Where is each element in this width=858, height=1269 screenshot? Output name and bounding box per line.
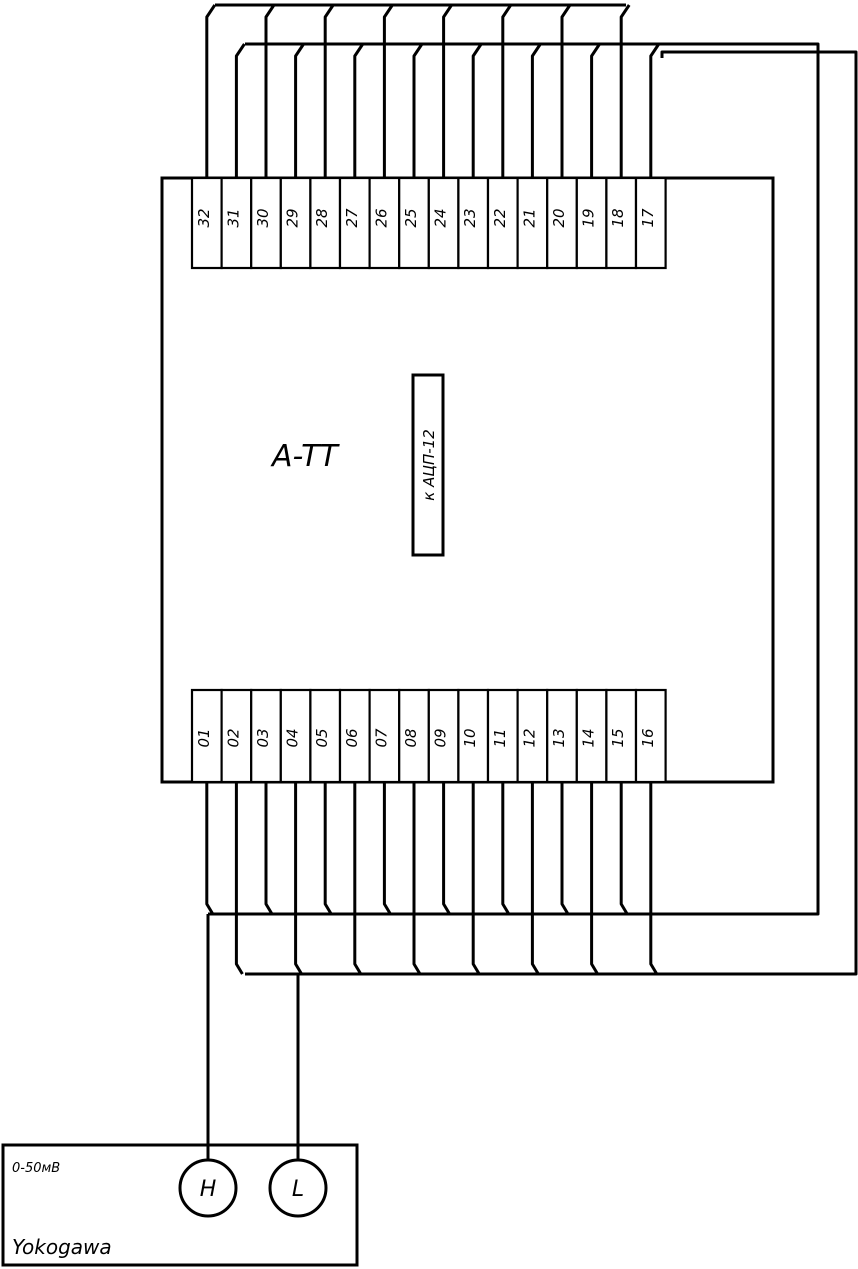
instrument: 0-50мВ Yokogawa H L: [1, 1143, 359, 1267]
terminal-label-23: 23: [461, 208, 479, 227]
wire-terminal-16: [649, 782, 659, 975]
terminal-label-14: 14: [580, 728, 598, 747]
wire-terminal-23: [471, 43, 483, 178]
input-h-label: H: [200, 1177, 217, 1202]
wire-terminal-26: [382, 4, 394, 178]
wire-terminal-12: [530, 782, 540, 975]
terminal-27: [338, 176, 371, 270]
wire-terminal-01: [205, 782, 215, 915]
wire-terminal-09: [442, 782, 451, 915]
terminal-label-28: 28: [313, 208, 331, 227]
wire-terminal-19: [590, 43, 601, 178]
terminal-label-30: 30: [254, 208, 272, 227]
terminal-25: [398, 176, 430, 270]
module-title: A-TT: [270, 439, 340, 474]
terminal-label-15: 15: [609, 728, 627, 747]
wire-terminal-06: [353, 782, 363, 975]
terminal-label-24: 24: [432, 208, 450, 227]
terminal-26: [368, 176, 401, 270]
wire-terminal-15: [619, 782, 629, 915]
wire-terminal-25: [412, 43, 424, 178]
terminal-label-01: 01: [195, 728, 213, 747]
input-l-label: L: [292, 1177, 304, 1202]
wire-terminal-11: [501, 782, 511, 915]
terminal-label-05: 05: [313, 728, 331, 747]
wire-terminal-29: [294, 43, 305, 178]
terminal-label-16: 16: [639, 728, 657, 747]
wire-terminal-27: [353, 43, 365, 178]
wire-terminal-30: [264, 4, 276, 178]
terminal-label-31: 31: [224, 208, 242, 227]
wire-terminal-32: [205, 4, 217, 178]
terminal-22: [486, 176, 519, 270]
bottom-terminal-block: 01 02 03 04 05 06 07 08 09 10 11 12 13 14 15 16: [190, 688, 667, 784]
terminal-10: [457, 688, 490, 784]
wire-terminal-21: [530, 43, 542, 178]
terminal-label-02: 02: [224, 728, 242, 747]
input-l-terminal: [268, 1158, 328, 1218]
wire-terminal-02: [234, 782, 244, 975]
input-h-terminal: [178, 1158, 238, 1218]
wire-terminal-13: [560, 782, 570, 915]
terminal-label-10: 10: [461, 728, 479, 747]
terminal-24: [427, 176, 460, 270]
terminal-label-12: 12: [520, 728, 538, 747]
terminal-label-26: 26: [372, 208, 390, 227]
wire-terminal-07: [382, 782, 392, 915]
terminal-label-04: 04: [284, 728, 302, 747]
wire-terminal-22: [501, 4, 513, 178]
wire-terminal-20: [560, 4, 572, 178]
terminal-label-08: 08: [402, 728, 420, 747]
wire-terminal-18: [619, 4, 631, 178]
terminal-04: [279, 688, 312, 784]
terminal-23: [457, 176, 490, 270]
terminal-01: [190, 688, 223, 784]
wire-terminal-31: [234, 43, 246, 178]
terminal-label-09: 09: [432, 728, 450, 747]
terminal-label-17: 17: [639, 208, 657, 228]
wire-terminal-10: [471, 782, 481, 975]
instrument-body: [1, 1143, 359, 1267]
terminal-label-06: 06: [343, 728, 361, 747]
terminal-label-27: 27: [343, 208, 361, 228]
wire-terminal-24: [442, 4, 453, 178]
instrument-range: 0-50мВ: [12, 1161, 60, 1176]
terminal-15: [605, 688, 638, 784]
terminal-label-32: 32: [195, 208, 213, 227]
terminal-28: [309, 176, 342, 270]
terminal-31: [220, 176, 253, 270]
terminal-14: [575, 688, 608, 784]
terminal-label-03: 03: [254, 728, 272, 747]
terminal-20: [546, 176, 578, 270]
terminal-16: [634, 688, 667, 784]
wire-terminal-04: [294, 782, 303, 975]
terminal-label-11: 11: [491, 728, 509, 747]
connector: к АЦП-12: [411, 373, 445, 557]
instrument-brand: Yokogawa: [12, 1235, 112, 1259]
terminal-label-21: 21: [520, 208, 538, 227]
wire-terminal-14: [590, 782, 599, 975]
terminal-21: [516, 176, 549, 270]
wire-terminal-08: [412, 782, 422, 975]
connector-body: [411, 373, 445, 557]
terminal-label-13: 13: [550, 728, 568, 747]
terminal-label-25: 25: [402, 208, 420, 227]
terminal-06: [338, 688, 371, 784]
terminal-label-20: 20: [550, 208, 568, 227]
terminal-label-29: 29: [284, 208, 302, 227]
wiring: [205, 3, 858, 1159]
terminal-label-18: 18: [609, 208, 627, 227]
wire-terminal-17: [649, 43, 661, 178]
terminal-label-19: 19: [580, 208, 598, 227]
top-terminal-block: 32 31 30 29 28 27 26 25 24 23 22 21 20 19 18 17: [190, 176, 667, 270]
connector-label: к АЦП-12: [420, 429, 438, 501]
terminal-label-07: 07: [372, 728, 390, 748]
wire-terminal-05: [323, 782, 333, 915]
wire-terminal-28: [323, 4, 335, 178]
terminal-label-22: 22: [491, 208, 509, 227]
terminal-11: [486, 688, 519, 784]
wire-terminal-03: [264, 782, 274, 915]
